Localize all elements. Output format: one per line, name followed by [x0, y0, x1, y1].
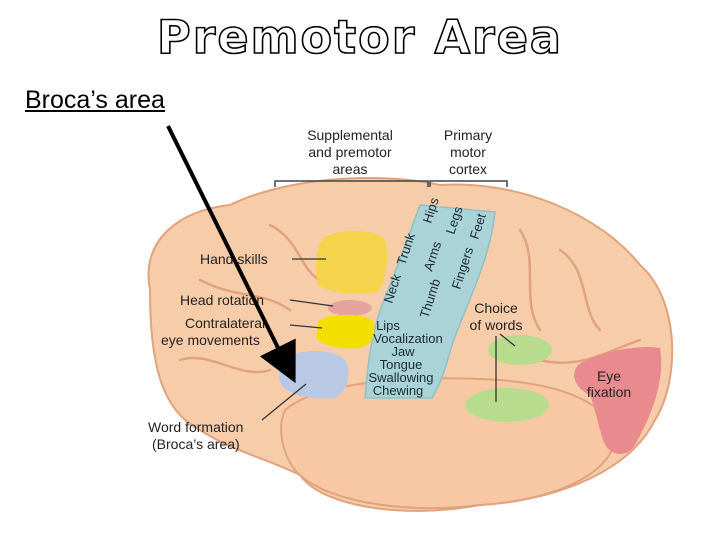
eye-movements-label-line-1: Contralateral: [185, 315, 265, 331]
word-formation-label-line-1: Word formation: [148, 419, 243, 435]
brocas-area: [279, 351, 349, 399]
supplemental-label-line-2: and premotor: [308, 144, 392, 160]
choice-of-words-label-line-2: of words: [470, 317, 523, 333]
supplemental-bracket: [274, 180, 429, 187]
eye-movements-leader: [289, 324, 323, 329]
primary-label-line-1: Primary: [444, 127, 492, 143]
motor-label-chewing: Chewing: [373, 383, 424, 398]
contralateral-eye-movement-area: [316, 314, 375, 349]
brocas-area-subtitle: Broca’s area: [25, 86, 165, 114]
motor-label-tongue: Tongue: [380, 357, 423, 372]
eye-fixation-label-line-1: Eye: [597, 368, 621, 384]
motor-label-swallowing: Swallowing: [368, 370, 433, 385]
motor-label-lips: Lips: [376, 318, 400, 333]
primary-label-line-2: motor: [450, 144, 486, 160]
choice-of-words-label-line-1: Choice: [474, 300, 518, 316]
head-rotation-label: Head rotation: [180, 292, 264, 308]
eye-fixation-area: [574, 347, 662, 455]
word-choice-area-upper: [488, 335, 552, 365]
word-formation-label-line-2: (Broca’s area): [152, 436, 240, 452]
slide-title: Premotor Area: [156, 9, 563, 65]
head-rotation-area: [328, 300, 372, 316]
eye-movements-label-line-2: eye movements: [161, 332, 260, 348]
word-formation-leader: [261, 383, 307, 421]
brocas-area-arrow: [166, 125, 296, 384]
motor-label-jaw: Jaw: [391, 344, 415, 359]
primary-motor-bracket: [429, 180, 508, 187]
supplemental-label-line-3: areas: [332, 161, 367, 177]
primary-motor-cortex-strip: [364, 204, 496, 399]
head-rotation-leader: [289, 299, 334, 307]
motor-label-vocalization: Vocalization: [373, 331, 442, 346]
choice-upper-leader: [499, 333, 516, 347]
word-choice-area-lower: [465, 388, 549, 422]
eye-fixation-label-line-2: fixation: [587, 384, 631, 400]
hand-skills-area: [316, 231, 388, 294]
primary-label-line-3: cortex: [449, 161, 487, 177]
supplemental-label-line-1: Supplemental: [307, 127, 393, 143]
